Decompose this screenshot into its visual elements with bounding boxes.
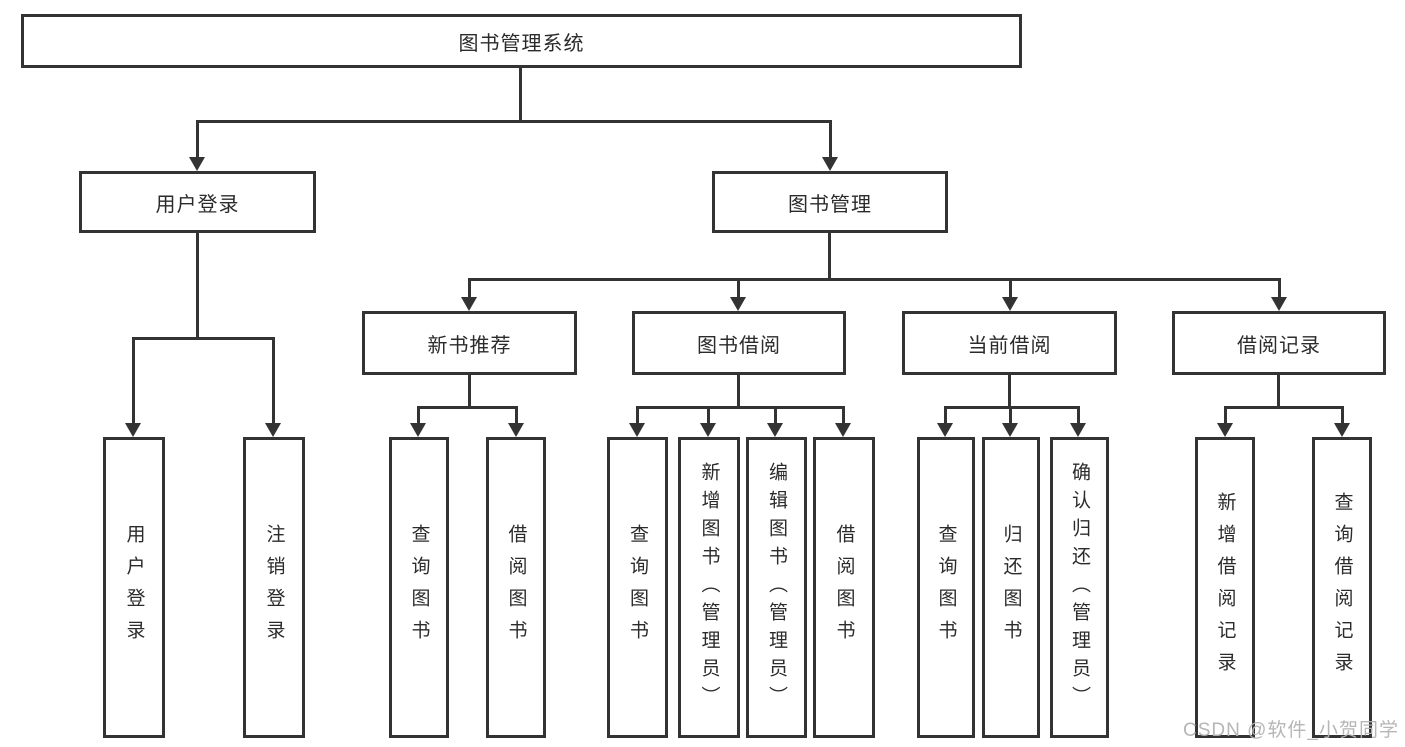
leaf-query-borrow-record-label: 查询借阅记录 bbox=[1331, 491, 1353, 684]
connector-current-stem bbox=[1008, 375, 1011, 406]
node-book-borrow-label: 图书借阅 bbox=[697, 334, 781, 357]
node-book-management: 图书管理 bbox=[712, 171, 948, 233]
arrowhead-new-book-recommend bbox=[461, 297, 477, 311]
connector-userlogin-drop1 bbox=[132, 337, 135, 425]
node-new-book-recommend-label: 新书推荐 bbox=[427, 334, 512, 357]
leaf-return-books: 归还图书 bbox=[982, 437, 1040, 738]
leaf-confirm-return-admin-label: 确认归还（管理员） bbox=[1069, 461, 1090, 714]
arrowhead-query-books-borrow bbox=[629, 423, 645, 437]
arrowhead-confirm-return-admin bbox=[1070, 423, 1086, 437]
arrowhead-borrow-records bbox=[1271, 297, 1287, 311]
leaf-query-books-current-label: 查询图书 bbox=[935, 523, 957, 652]
connector-current-drop2 bbox=[1009, 406, 1012, 425]
connector-bookmgmt-drop4 bbox=[1278, 278, 1281, 299]
connector-root-stem bbox=[519, 68, 522, 120]
node-user-login: 用户登录 bbox=[79, 171, 316, 233]
leaf-borrow-books-recommend-label: 借阅图书 bbox=[505, 523, 527, 652]
arrowhead-borrow-books bbox=[835, 423, 851, 437]
connector-recommend-drop1 bbox=[417, 406, 420, 425]
arrowhead-current-borrow bbox=[1002, 297, 1018, 311]
connector-bookmgmt-drop1 bbox=[468, 278, 471, 299]
arrowhead-query-books-recommend bbox=[410, 423, 426, 437]
leaf-query-books-borrow-label: 查询图书 bbox=[627, 523, 648, 652]
node-borrow-records: 借阅记录 bbox=[1172, 311, 1386, 375]
node-root: 图书管理系统 bbox=[21, 14, 1022, 68]
leaf-query-books-borrow: 查询图书 bbox=[607, 437, 668, 738]
arrowhead-leaf-user-login bbox=[125, 423, 141, 437]
leaf-add-books-admin: 新增图书（管理员） bbox=[678, 437, 740, 738]
connector-current-hbar bbox=[945, 406, 1080, 409]
connector-borrow-drop2 bbox=[707, 406, 710, 425]
arrowhead-query-borrow-record bbox=[1334, 423, 1350, 437]
leaf-add-borrow-record: 新增借阅记录 bbox=[1195, 437, 1255, 738]
leaf-logout: 注销登录 bbox=[243, 437, 305, 738]
connector-current-drop3 bbox=[1077, 406, 1080, 425]
connector-bookmgmt-stem bbox=[828, 232, 831, 278]
node-user-login-label: 用户登录 bbox=[155, 193, 240, 216]
arrowhead-return-books bbox=[1002, 423, 1018, 437]
connector-records-hbar bbox=[1224, 406, 1343, 409]
arrowhead-add-books-admin bbox=[700, 423, 716, 437]
connector-bookmgmt-drop3 bbox=[1009, 278, 1012, 299]
leaf-add-books-admin-label: 新增图书（管理员） bbox=[698, 461, 720, 714]
arrowhead-user-login bbox=[189, 157, 205, 171]
connector-borrow-drop4 bbox=[842, 406, 845, 425]
connector-recommend-hbar bbox=[418, 406, 518, 409]
leaf-edit-books-admin: 编辑图书（管理员） bbox=[746, 437, 807, 738]
leaf-user-login: 用户登录 bbox=[103, 437, 165, 738]
node-root-label: 图书管理系统 bbox=[458, 32, 585, 55]
leaf-user-login-label: 用户登录 bbox=[123, 523, 145, 652]
connector-records-drop2 bbox=[1341, 406, 1344, 425]
leaf-add-borrow-record-label: 新增借阅记录 bbox=[1214, 491, 1236, 684]
connector-userlogin-hbar bbox=[132, 337, 275, 340]
leaf-query-books-recommend-label: 查询图书 bbox=[408, 523, 430, 652]
arrowhead-borrow-books-recommend bbox=[508, 423, 524, 437]
connector-borrow-drop3 bbox=[774, 406, 777, 425]
connector-borrow-stem bbox=[737, 375, 740, 406]
node-new-book-recommend: 新书推荐 bbox=[362, 311, 577, 375]
leaf-borrow-books-label: 借阅图书 bbox=[833, 523, 855, 652]
node-borrow-records-label: 借阅记录 bbox=[1237, 334, 1321, 357]
node-book-management-label: 图书管理 bbox=[788, 193, 872, 216]
arrowhead-leaf-logout bbox=[265, 423, 281, 437]
connector-userlogin-stem bbox=[196, 232, 199, 337]
leaf-edit-books-admin-label: 编辑图书（管理员） bbox=[766, 461, 787, 714]
leaf-query-books-recommend: 查询图书 bbox=[389, 437, 449, 738]
leaf-query-borrow-record: 查询借阅记录 bbox=[1312, 437, 1372, 738]
arrowhead-book-borrow bbox=[730, 297, 746, 311]
connector-recommend-stem bbox=[468, 375, 471, 406]
arrowhead-edit-books-admin bbox=[767, 423, 783, 437]
connector-records-drop1 bbox=[1224, 406, 1227, 425]
connector-records-stem bbox=[1277, 375, 1280, 406]
csdn-watermark: CSDN @软件_小贺同学 bbox=[1183, 720, 1399, 741]
arrowhead-add-borrow-record bbox=[1217, 423, 1233, 437]
connector-bookmgmt-hbar bbox=[468, 278, 1281, 281]
connector-root-left-drop bbox=[196, 120, 199, 159]
connector-root-right-drop bbox=[829, 120, 832, 159]
node-current-borrow-label: 当前借阅 bbox=[967, 334, 1052, 357]
connector-borrow-hbar bbox=[636, 406, 845, 409]
leaf-logout-label: 注销登录 bbox=[263, 523, 285, 652]
connector-recommend-drop2 bbox=[515, 406, 518, 425]
leaf-query-books-current: 查询图书 bbox=[917, 437, 975, 738]
node-book-borrow: 图书借阅 bbox=[632, 311, 846, 375]
leaf-confirm-return-admin: 确认归还（管理员） bbox=[1050, 437, 1109, 738]
leaf-return-books-label: 归还图书 bbox=[1000, 523, 1022, 652]
leaf-borrow-books-recommend: 借阅图书 bbox=[486, 437, 546, 738]
connector-current-drop1 bbox=[944, 406, 947, 425]
connector-bookmgmt-drop2 bbox=[737, 278, 740, 299]
arrowhead-query-books-current bbox=[937, 423, 953, 437]
connector-borrow-drop1 bbox=[636, 406, 639, 425]
arrowhead-book-management bbox=[822, 157, 838, 171]
leaf-borrow-books: 借阅图书 bbox=[813, 437, 875, 738]
connector-root-hbar bbox=[197, 120, 832, 123]
node-current-borrow: 当前借阅 bbox=[902, 311, 1117, 375]
connector-userlogin-drop2 bbox=[272, 337, 275, 425]
